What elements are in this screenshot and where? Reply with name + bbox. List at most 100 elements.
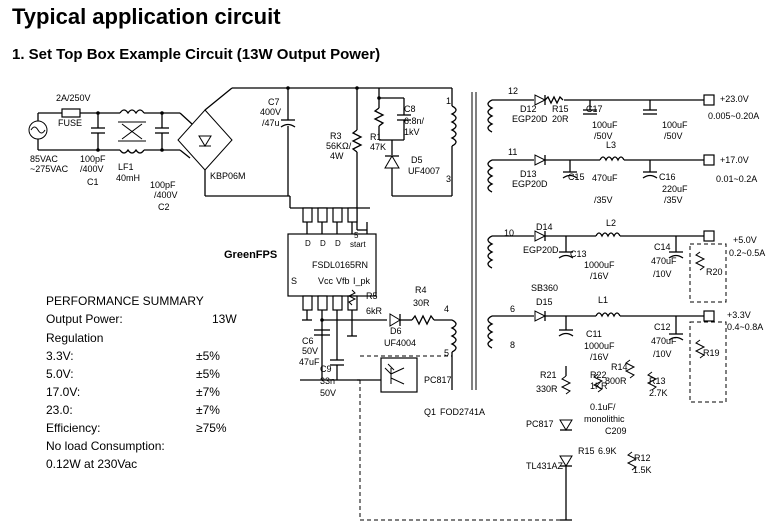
bridge-name: KBP06M <box>210 171 246 181</box>
c17-name: C17 <box>586 104 603 114</box>
output-5v-terminal <box>703 230 715 242</box>
lf1-value: 40mH <box>116 173 140 183</box>
c13-value1: 1000uF <box>584 260 615 270</box>
d13-name: D13 <box>520 169 537 179</box>
l2-name: L2 <box>606 218 616 228</box>
performance-row-value: ±7% <box>196 385 220 399</box>
r19-load-box <box>689 321 727 403</box>
r21-value: 330R <box>536 384 558 394</box>
transformer-pin-1: 1 <box>446 96 451 106</box>
c17b-value1: 100uF <box>662 120 688 130</box>
d6-name: D6 <box>390 326 402 336</box>
d12-diode <box>534 94 547 106</box>
d14-value: EGP20D <box>523 245 559 255</box>
l3-name: L3 <box>606 140 616 150</box>
c209-value1: 0.1uF/ <box>590 402 616 412</box>
tl431-name: TL431AZ <box>526 461 564 471</box>
ic-pin-d3: D <box>335 239 341 248</box>
c9-name: C9 <box>320 364 332 374</box>
performance-row-label: No load Consumption: <box>46 439 165 453</box>
c15-value1: 470uF <box>592 173 618 183</box>
performance-heading: PERFORMANCE SUMMARY <box>46 294 204 308</box>
greenfps-brand: GreenFPS <box>224 249 277 261</box>
c7-name: C7 <box>268 97 280 107</box>
performance-row-value: 13W <box>212 312 237 326</box>
aux-winding <box>450 319 457 353</box>
primary-winding <box>450 105 457 147</box>
ic-pin-d1: D <box>305 239 311 248</box>
transformer-pin-6: 6 <box>510 304 515 314</box>
r13-resistor <box>646 371 658 391</box>
c14-value2: /10V <box>653 269 672 279</box>
l1-name: L1 <box>598 295 608 305</box>
output-17v-terminal <box>703 154 715 166</box>
c1-value1: 100pF <box>80 154 106 164</box>
d5-diode <box>384 155 400 169</box>
c9-value1: 33n <box>320 376 335 386</box>
c6-value1: 50V <box>302 346 318 356</box>
ic-pin-s: S <box>291 276 297 286</box>
r20-name: R20 <box>706 267 723 277</box>
ic-pin-ipk: I_pk <box>353 276 371 286</box>
r3-value1: 56KΩ/ <box>326 141 352 151</box>
r1-resistor <box>373 107 385 127</box>
performance-row-value: ±7% <box>196 403 220 417</box>
output-17v-current: 0.01~0.2A <box>716 174 757 184</box>
r15a-name: R15 <box>552 104 569 114</box>
d12-name: D12 <box>520 104 537 114</box>
fuse-symbol <box>61 108 81 118</box>
output-5v-voltage: +5.0V <box>733 235 757 245</box>
c2-value2: /400V <box>154 190 178 200</box>
r4-name: R4 <box>415 285 427 295</box>
r14-name: R14 <box>611 362 628 372</box>
l1-inductor <box>595 312 621 318</box>
r4-resistor <box>411 314 435 326</box>
r21-name: R21 <box>540 370 557 380</box>
output-17v-voltage: +17.0V <box>720 155 749 165</box>
performance-row-value: ±5% <box>196 349 220 363</box>
c8-name: C8 <box>404 104 416 114</box>
r22-value: 1KR <box>590 381 608 391</box>
r3-resistor <box>351 129 363 153</box>
d15-diode <box>534 310 547 322</box>
fsdl0165rn-ic <box>287 233 377 297</box>
ic-part-number: FSDL0165RN <box>312 260 368 270</box>
c11-value2: /16V <box>590 352 609 362</box>
transformer-pin-3: 3 <box>446 174 451 184</box>
d6-diode <box>389 313 401 327</box>
c6-name: C6 <box>302 336 314 346</box>
r15a-value: 20R <box>552 114 569 124</box>
d13-value: EGP20D <box>512 179 548 189</box>
performance-row-label: Regulation <box>46 331 103 345</box>
r14-value: 800R <box>605 376 627 386</box>
page-subtitle: 1. Set Top Box Example Circuit (13W Outp… <box>12 46 381 63</box>
ic-pin-5: 5 <box>354 231 359 240</box>
performance-row-label: 5.0V: <box>46 367 74 381</box>
output-23v-voltage: +23.0V <box>720 94 749 104</box>
d14-name: D14 <box>536 222 553 232</box>
c8-value1: 6.8n/ <box>404 116 425 126</box>
c12-value1: 470uF <box>651 336 677 346</box>
performance-row-label: 17.0V: <box>46 385 80 399</box>
r12-name: R12 <box>634 453 651 463</box>
d5-name: D5 <box>411 155 423 165</box>
sb360-name: SB360 <box>531 283 558 293</box>
r3-value2: 4W <box>330 151 344 161</box>
fuse-label: FUSE <box>58 118 82 128</box>
d14-diode <box>534 230 547 242</box>
performance-row-label: 23.0: <box>46 403 73 417</box>
c16-value1: 220uF <box>662 184 688 194</box>
output-23v-terminal <box>703 94 715 106</box>
secondary-section <box>359 94 727 521</box>
r4-value: 30R <box>413 298 430 308</box>
r3-name: R3 <box>330 131 342 141</box>
transformer-pin-4: 4 <box>444 304 449 314</box>
transformer-pin-5: 5 <box>444 348 449 358</box>
ac-input-line2: ~275VAC <box>30 164 69 174</box>
lf1-winding-bottom <box>119 148 145 154</box>
r19-name: R19 <box>703 348 720 358</box>
r12-resistor <box>626 451 638 471</box>
r13-value: 2.7K <box>649 388 668 398</box>
component-labels: 2A/250V FUSE 85VAC ~275VAC 100pF /400V C… <box>30 86 765 475</box>
